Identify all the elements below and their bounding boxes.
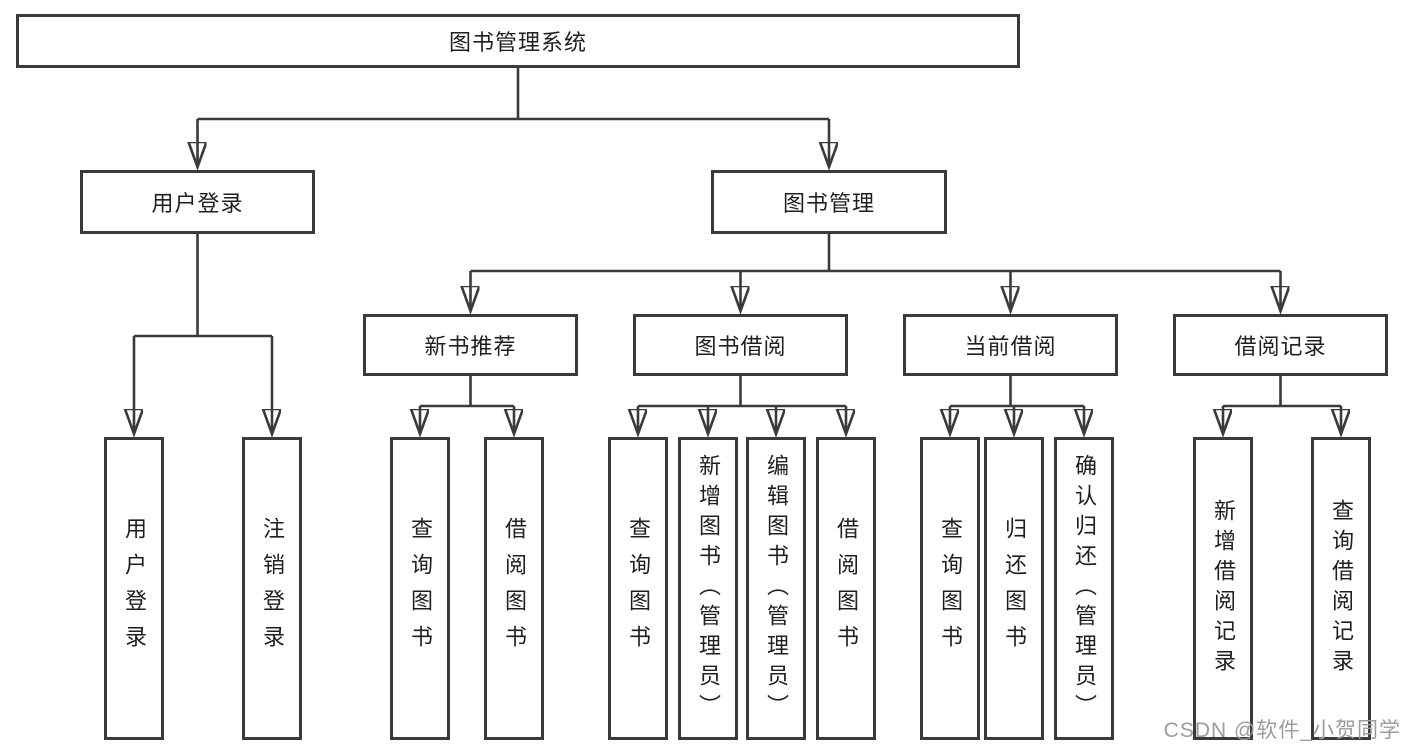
node-book-management: 图书管理 xyxy=(711,170,947,234)
node-borrow-records: 借阅记录 xyxy=(1173,314,1388,376)
leaf-return-book: 归还图书 xyxy=(984,437,1044,740)
leaf-query-books-current: 查询图书 xyxy=(920,437,980,740)
connector-current-borrow-children xyxy=(950,376,1084,433)
leaf-query-books-recommend: 查询图书 xyxy=(390,437,450,740)
csdn-watermark: CSDN @软件_小贺同学 xyxy=(1163,719,1401,742)
leaf-edit-book-admin: 编辑图书（管理员） xyxy=(746,437,806,740)
connector-book-management-children xyxy=(471,234,1281,310)
node-new-book-recommend: 新书推荐 xyxy=(363,314,578,376)
leaf-user-login: 用户登录 xyxy=(104,437,164,740)
connector-borrow-records-children xyxy=(1223,376,1341,433)
leaf-borrow-books: 借阅图书 xyxy=(816,437,876,740)
leaf-borrow-books-recommend: 借阅图书 xyxy=(484,437,544,740)
connector-book-borrow-children xyxy=(638,376,846,433)
connector-root-to-level1 xyxy=(198,68,830,166)
leaf-logout: 注销登录 xyxy=(242,437,302,740)
node-root-library-system: 图书管理系统 xyxy=(16,14,1020,68)
connector-user-login-children xyxy=(134,234,272,433)
connector-new-book-recommend-children xyxy=(420,376,514,433)
leaf-add-book-admin: 新增图书（管理员） xyxy=(678,437,738,740)
node-current-borrow: 当前借阅 xyxy=(903,314,1118,376)
node-book-borrow: 图书借阅 xyxy=(633,314,848,376)
leaf-confirm-return-admin: 确认归还（管理员） xyxy=(1054,437,1114,740)
node-user-login: 用户登录 xyxy=(80,170,315,234)
leaf-query-borrow-record: 查询借阅记录 xyxy=(1311,437,1371,740)
leaf-add-borrow-record: 新增借阅记录 xyxy=(1193,437,1253,740)
leaf-query-books-borrow: 查询图书 xyxy=(608,437,668,740)
